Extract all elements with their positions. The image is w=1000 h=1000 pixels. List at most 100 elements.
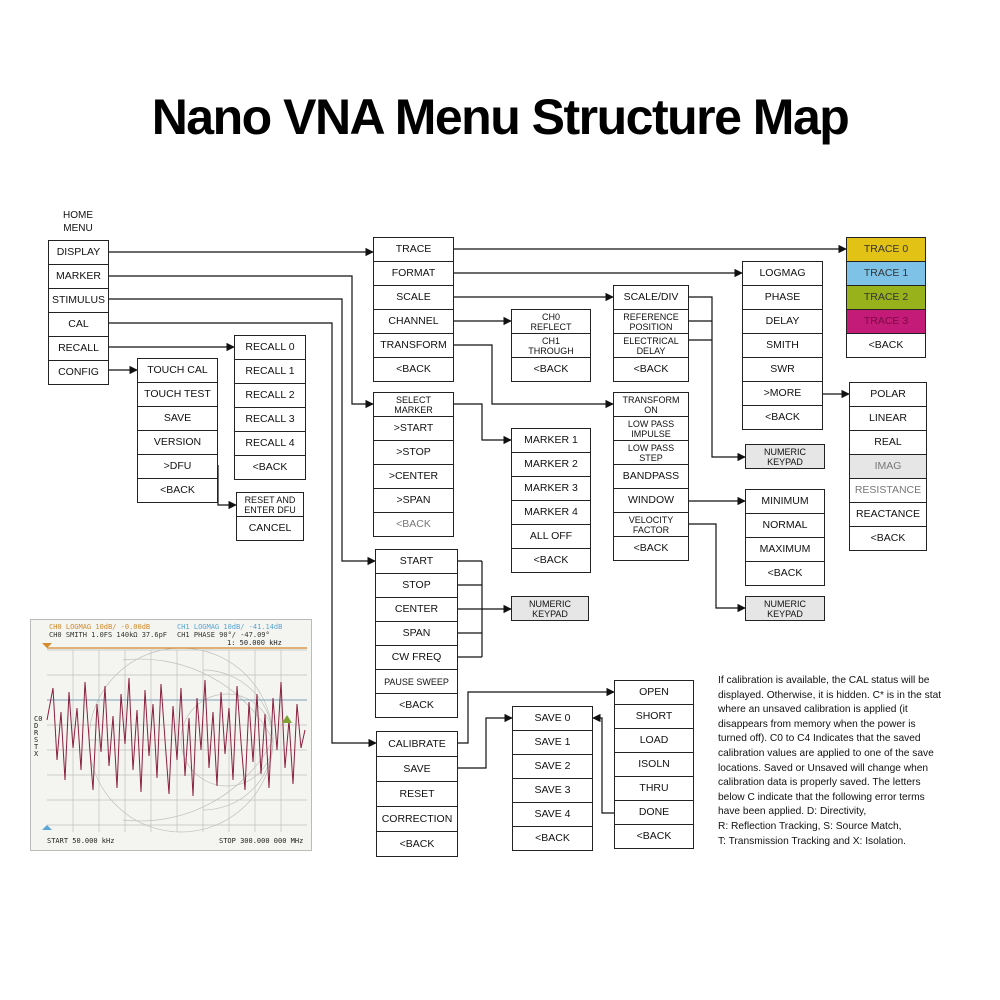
- menu-cal-reset: RESET: [376, 781, 458, 807]
- calibration-note: If calibration is available, the CAL sta…: [718, 674, 976, 849]
- screen-ch0-header: CH0 LOGMAG 10dB/ -0.00dB: [49, 623, 151, 631]
- menu-transform-back: <BACK: [613, 536, 689, 561]
- menu-config-version: VERSION: [137, 430, 218, 455]
- screen-ch1-phase: CH1 PHASE 90°/ -47.09°: [177, 631, 270, 639]
- menu-stimulus-pause-sweep: PAUSE SWEEP: [375, 669, 458, 694]
- calibration-note-line: displayed. Otherwise, it is hidden. C* i…: [718, 689, 942, 701]
- menu-save-save-3: SAVE 3: [512, 778, 593, 803]
- menu-format-swr: SWR: [742, 357, 823, 382]
- menu-format-smith: SMITH: [742, 333, 823, 358]
- menu-marker-span: >SPAN: [373, 488, 454, 513]
- menu-select-marker-all-off: ALL OFF: [511, 524, 591, 549]
- menu-select-marker-marker-3: MARKER 3: [511, 476, 591, 501]
- menu-recall-recall-1: RECALL 1: [234, 359, 306, 384]
- menu-dfu-reset-and-enter-dfu: RESET AND ENTER DFU: [236, 492, 304, 517]
- menu-stimulus-cw-freq: CW FREQ: [375, 645, 458, 670]
- numeric-keypad-box-velocity: NUMERIC KEYPAD: [745, 596, 825, 621]
- menu-home-recall: RECALL: [48, 336, 109, 361]
- calibration-note-line: locations. Saved or Unsaved will change …: [718, 762, 929, 774]
- menu-display-scale: SCALE: [373, 285, 454, 310]
- menu-marker-stop: >STOP: [373, 440, 454, 465]
- calibration-note-line: T: Transmission Tracking and X: Isolatio…: [718, 835, 906, 847]
- menu-channel-ch0-reflect: CH0 REFLECT: [511, 309, 591, 334]
- menu-more-resistance: RESISTANCE: [849, 478, 927, 503]
- menu-display-format: FORMAT: [373, 261, 454, 286]
- menu-display-back: <BACK: [373, 357, 454, 382]
- vna-screen-image: CH0 LOGMAG 10dB/ -0.00dB CH1 LOGMAG 10dB…: [30, 619, 312, 851]
- calibration-note-line: where an unsaved calibration is applied …: [718, 704, 908, 716]
- menu-save-save-1: SAVE 1: [512, 730, 593, 755]
- menu-select-marker-back: <BACK: [511, 548, 591, 573]
- menu-config-touch-cal: TOUCH CAL: [137, 358, 218, 383]
- menu-select-marker-marker-4: MARKER 4: [511, 500, 591, 525]
- menu-scale-back: <BACK: [613, 357, 689, 382]
- menu-more-back: <BACK: [849, 526, 927, 551]
- menu-home-display: DISPLAY: [48, 240, 109, 265]
- screen-status-letters: C0 D R S T X: [34, 715, 43, 758]
- menu-window-minimum: MINIMUM: [745, 489, 825, 514]
- menu-stimulus-center: CENTER: [375, 597, 458, 622]
- menu-select-marker-marker-2: MARKER 2: [511, 452, 591, 477]
- menu-calibrate-open: OPEN: [614, 680, 694, 705]
- menu-calibrate-load: LOAD: [614, 728, 694, 753]
- menu-config-touch-test: TOUCH TEST: [137, 382, 218, 407]
- menu-channel-back: <BACK: [511, 357, 591, 382]
- numeric-keypad-box-stimulus: NUMERIC KEYPAD: [511, 596, 589, 621]
- menu-stimulus-stop: STOP: [375, 573, 458, 598]
- menu-display-trace: TRACE: [373, 237, 454, 262]
- page-title: Nano VNA Menu Structure Map: [151, 89, 850, 145]
- menu-recall-recall-0: RECALL 0: [234, 335, 306, 360]
- menu-trace-back: <BACK: [846, 333, 926, 358]
- menu-home-stimulus: STIMULUS: [48, 288, 109, 313]
- menu-cal-back: <BACK: [376, 831, 458, 857]
- menu-home-config: CONFIG: [48, 360, 109, 385]
- menu-marker-center: >CENTER: [373, 464, 454, 489]
- menu-home-cal: CAL: [48, 312, 109, 337]
- screen-ch1-header: CH1 LOGMAG 10dB/ -41.14dB: [177, 623, 283, 631]
- screen-ch0-smith: CH0 SMITH 1.0FS 140kΩ 37.6pF: [49, 631, 168, 639]
- menu-display-channel: CHANNEL: [373, 309, 454, 334]
- vna-screen-plot: [42, 643, 307, 833]
- menu-transform-bandpass: BANDPASS: [613, 464, 689, 489]
- calibration-note-line: If calibration is available, the CAL sta…: [718, 675, 930, 686]
- menu-select-marker-marker-1: MARKER 1: [511, 428, 591, 453]
- menu-format-back: <BACK: [742, 405, 823, 430]
- menu-marker-select-marker: SELECT MARKER: [373, 392, 454, 417]
- menu-window-maximum: MAXIMUM: [745, 537, 825, 562]
- menu-save-save-0: SAVE 0: [512, 706, 593, 731]
- menu-format-delay: DELAY: [742, 309, 823, 334]
- menu-recall-recall-4: RECALL 4: [234, 431, 306, 456]
- home-menu-label: HOME MENU: [63, 210, 93, 234]
- menu-config-dfu: >DFU: [137, 454, 218, 479]
- menu-more-imag: IMAG: [849, 454, 927, 479]
- menu-stimulus-back: <BACK: [375, 693, 458, 718]
- menu-format-more: >MORE: [742, 381, 823, 406]
- menu-trace-trace-3: TRACE 3: [846, 309, 926, 334]
- screen-marker-readout: 1: 50.000 kHz: [227, 639, 282, 647]
- menu-calibrate-back: <BACK: [614, 824, 694, 849]
- menu-recall-recall-2: RECALL 2: [234, 383, 306, 408]
- menu-recall-back: <BACK: [234, 455, 306, 480]
- screen-stop-label: STOP 300.000 000 MHz: [219, 837, 304, 845]
- menu-transform-transform-on: TRANSFORM ON: [613, 392, 689, 417]
- menu-trace-trace-0: TRACE 0: [846, 237, 926, 262]
- calibration-note-line: calibration values are applied to one of…: [718, 747, 934, 759]
- menu-config-save: SAVE: [137, 406, 218, 431]
- menu-recall-recall-3: RECALL 3: [234, 407, 306, 432]
- menu-calibrate-short: SHORT: [614, 704, 694, 729]
- menu-cal-correction: CORRECTION: [376, 806, 458, 832]
- menu-format-logmag: LOGMAG: [742, 261, 823, 286]
- screen-start-label: START 50.000 kHz: [47, 837, 115, 845]
- menu-marker-start: >START: [373, 416, 454, 441]
- menu-transform-window: WINDOW: [613, 488, 689, 513]
- calibration-note-line: calibration data is properly saved. The …: [718, 777, 921, 789]
- menu-more-real: REAL: [849, 430, 927, 455]
- menu-window-normal: NORMAL: [745, 513, 825, 538]
- menu-save-save-2: SAVE 2: [512, 754, 593, 779]
- menu-transform-velocity-factor: VELOCITY FACTOR: [613, 512, 689, 537]
- menu-trace-trace-2: TRACE 2: [846, 285, 926, 310]
- menu-save-back: <BACK: [512, 826, 593, 851]
- menu-stimulus-start: START: [375, 549, 458, 574]
- menu-calibrate-done: DONE: [614, 800, 694, 825]
- menu-cal-save: SAVE: [376, 756, 458, 782]
